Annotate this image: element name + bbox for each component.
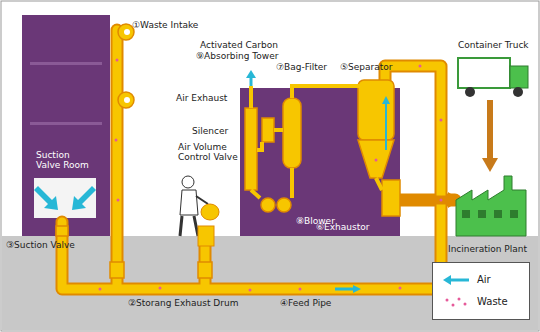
- part-label: Air Exhaust: [176, 93, 227, 103]
- callout-label: ④Feed Pipe: [280, 298, 331, 308]
- legend-text: Waste: [477, 296, 508, 307]
- callout-label: ⑤Separator: [340, 62, 393, 72]
- legend-box: AirWaste: [432, 262, 530, 320]
- part-label: Activated Carbon: [200, 40, 278, 50]
- part-label: Incineration Plant: [448, 244, 527, 254]
- callout-label: ②Storang Exhaust Drum: [128, 298, 238, 308]
- room-label: Suction Valve Room: [36, 150, 96, 170]
- callout-label: ⑦Bag-Filter: [276, 62, 327, 72]
- air-arrow-sample: [441, 273, 471, 287]
- callout-label: ⑨Absorbing Tower: [196, 51, 278, 61]
- part-label: Air Volume Control Valve: [178, 142, 238, 162]
- callout-label: ③Suction Valve: [6, 240, 75, 250]
- part-label: Silencer: [192, 126, 228, 136]
- waste-dots-sample: [441, 295, 471, 309]
- callout-label: ⑥Exhaustor: [316, 222, 369, 232]
- part-label: Container Truck: [458, 40, 529, 50]
- legend-text: Air: [477, 274, 491, 285]
- callout-label: ①Waste Intake: [132, 20, 198, 30]
